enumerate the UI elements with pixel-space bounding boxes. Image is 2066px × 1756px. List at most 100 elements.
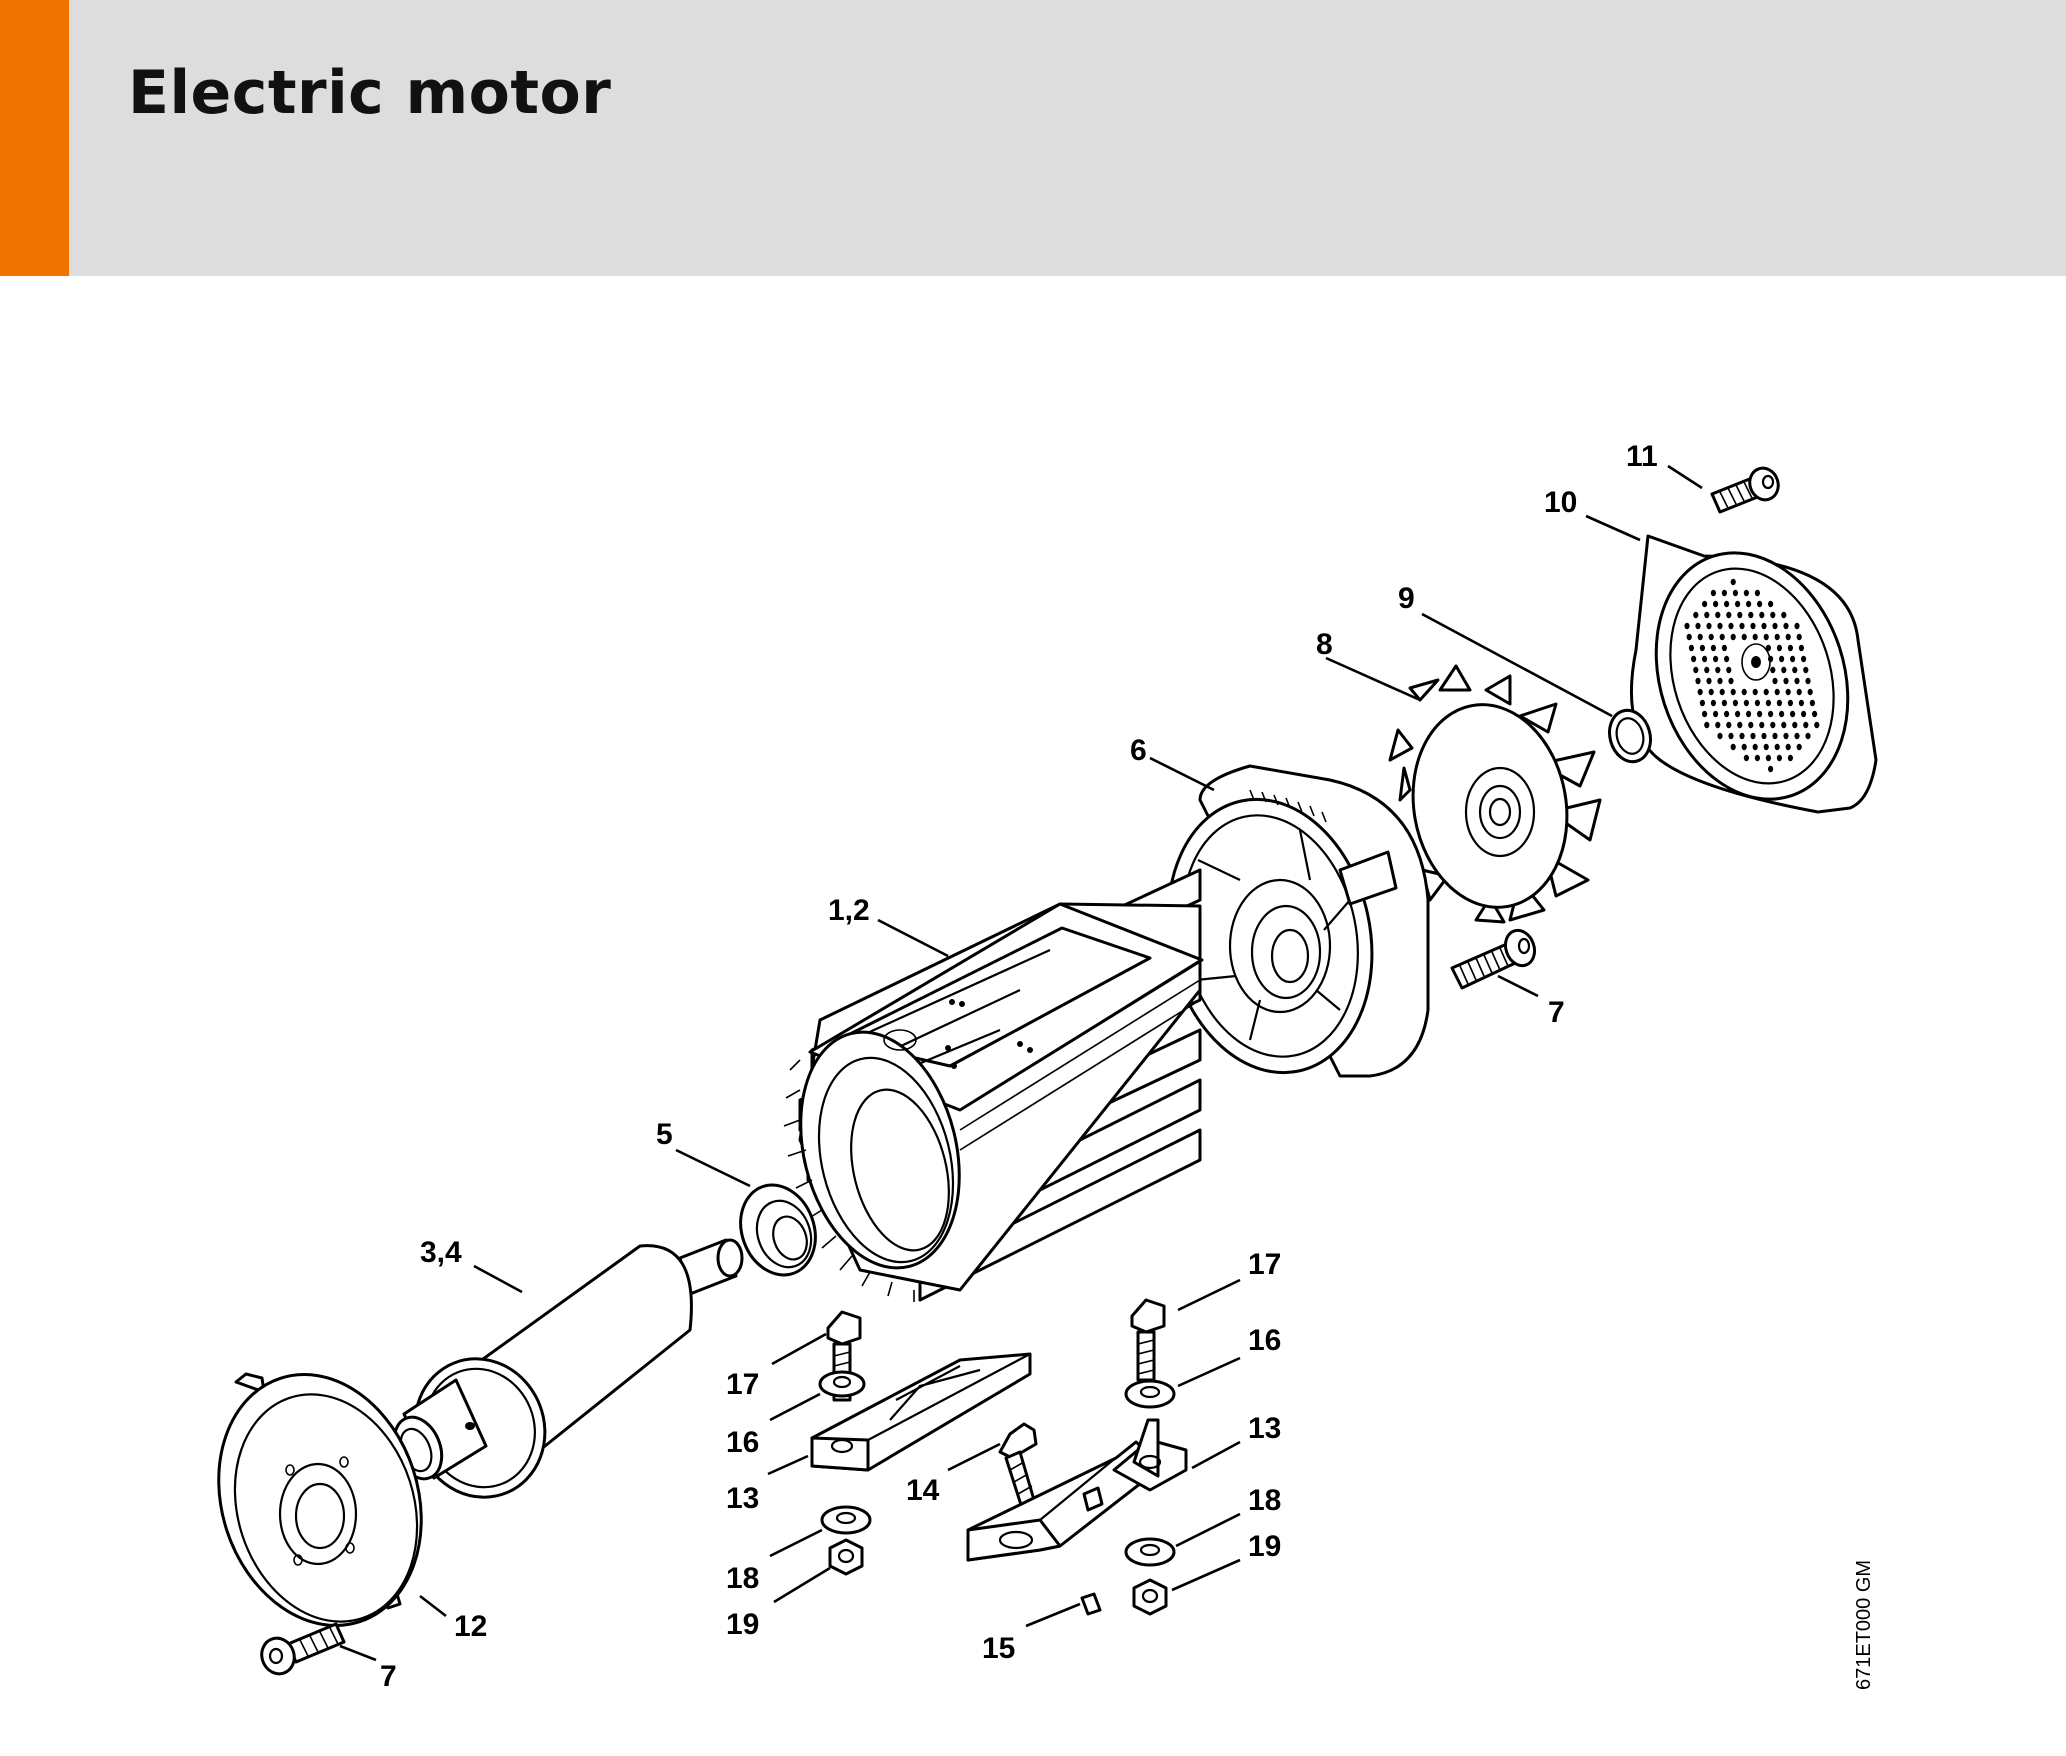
grille-hole (1724, 710, 1730, 718)
grille-hole (1772, 677, 1778, 685)
grille-hole (1706, 677, 1712, 685)
callout-1-2: 1,2 (828, 894, 870, 927)
grille-hole (1728, 622, 1734, 630)
grille-hole (1724, 655, 1730, 663)
grille-hole (1721, 699, 1727, 707)
grille-hole (1693, 611, 1699, 619)
grille-hole (1728, 732, 1734, 740)
grille-hole (1746, 710, 1752, 718)
header-bar: Electric motor (0, 0, 2066, 276)
grille-hole (1721, 589, 1727, 597)
grille-hole (1726, 721, 1732, 729)
grille-hole (1704, 666, 1710, 674)
grille-hole (1730, 688, 1736, 696)
grille-hole (1743, 589, 1749, 597)
callout-6: 6 (1130, 734, 1147, 767)
grille-hole (1807, 688, 1813, 696)
grille-hole (1726, 611, 1732, 619)
grille-hole (1781, 611, 1787, 619)
grille-hole (1748, 611, 1754, 619)
grille-hole (1772, 622, 1778, 630)
callout-7-upper: 7 (1548, 996, 1565, 1029)
part-ring (1608, 708, 1652, 764)
grille-hole (1710, 589, 1716, 597)
grille-hole (1763, 688, 1769, 696)
grille-hole (1695, 622, 1701, 630)
callout-5: 5 (656, 1118, 673, 1151)
grille-hole (1779, 710, 1785, 718)
part-right-foot-assembly (1112, 1298, 1188, 1616)
grille-hole (1713, 600, 1719, 608)
grille-hole (1812, 710, 1818, 718)
grille-hole (1770, 611, 1776, 619)
grille-hole (1803, 666, 1809, 674)
callout-13-left: 13 (726, 1482, 759, 1515)
grille-hole (1757, 600, 1763, 608)
grille-hole (1719, 633, 1725, 641)
grille-hole (1759, 611, 1765, 619)
grille-hole (1790, 710, 1796, 718)
grille-hole (1750, 622, 1756, 630)
part-stator-housing (783, 868, 1204, 1302)
grille-hole (1814, 721, 1820, 729)
callout-3-4: 3,4 (420, 1236, 462, 1269)
grille-hole (1754, 589, 1760, 597)
callout-18-right: 18 (1248, 1484, 1281, 1517)
grille-hole (1785, 633, 1791, 641)
grille-hole (1772, 732, 1778, 740)
callout-9: 9 (1398, 582, 1415, 615)
grille-hole (1763, 743, 1769, 751)
part-bearing-shield (1166, 764, 1430, 1078)
callout-19-left: 19 (726, 1608, 759, 1641)
grille-hole (1730, 743, 1736, 751)
grille-hole (1702, 600, 1708, 608)
grille-hole (1765, 644, 1771, 652)
grille-hole (1752, 743, 1758, 751)
grille-hole (1796, 688, 1802, 696)
grille-hole (1798, 644, 1804, 652)
grille-hole (1699, 644, 1705, 652)
part-screw-11 (1710, 466, 1780, 514)
grille-hole (1757, 710, 1763, 718)
page-title: Electric motor (128, 58, 612, 128)
grille-hole (1809, 699, 1815, 707)
part-left-foot-assembly (810, 1310, 1032, 1576)
grille-hole (1702, 710, 1708, 718)
grille-hole (1730, 578, 1736, 586)
grille-hole (1693, 666, 1699, 674)
grille-hole (1684, 622, 1690, 630)
callout-19-right: 19 (1248, 1530, 1281, 1563)
grille-hole (1776, 644, 1782, 652)
grille-hole (1710, 699, 1716, 707)
grille-hole (1790, 655, 1796, 663)
callout-8: 8 (1316, 628, 1333, 661)
grille-hole (1737, 721, 1743, 729)
grille-hole (1708, 633, 1714, 641)
grille-hole (1761, 622, 1767, 630)
grille-hole (1759, 721, 1765, 729)
grille-hole (1739, 622, 1745, 630)
grille-hole (1708, 688, 1714, 696)
header-accent-stripe (0, 0, 69, 276)
grille-hole (1728, 677, 1734, 685)
grille-hole (1765, 754, 1771, 762)
leader-lines (339, 464, 1703, 1662)
grille-hole (1785, 743, 1791, 751)
grille-hole (1768, 655, 1774, 663)
grille-hole (1704, 611, 1710, 619)
grille-hole (1774, 688, 1780, 696)
grille-hole (1713, 710, 1719, 718)
grille-hole (1710, 644, 1716, 652)
grille-hole (1783, 732, 1789, 740)
grille-hole (1741, 743, 1747, 751)
grille-hole (1754, 699, 1760, 707)
grille-hole (1730, 633, 1736, 641)
grille-hole (1697, 688, 1703, 696)
callout-10: 10 (1544, 486, 1577, 519)
grille-hole (1794, 622, 1800, 630)
grille-hole (1717, 677, 1723, 685)
grille-hole (1763, 633, 1769, 641)
grille-hole (1706, 622, 1712, 630)
grille-hole (1785, 688, 1791, 696)
grille-hole (1752, 688, 1758, 696)
